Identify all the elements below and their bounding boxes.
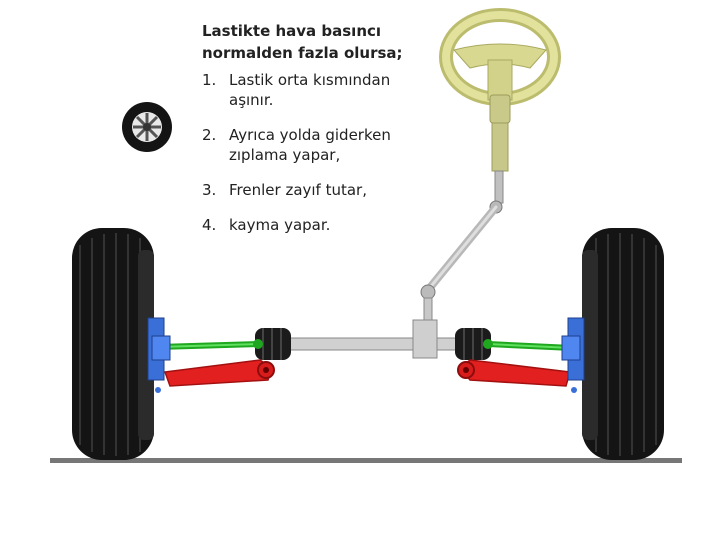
steering-wheel <box>439 8 561 106</box>
tie-rods <box>157 339 573 351</box>
list-item-number: 4. <box>202 216 217 234</box>
effects-list: 1. Lastik orta kısmından aşınır. 2. Ayrı… <box>202 70 419 235</box>
list-item-text: Ayrıca yolda giderken zıplama yapar, <box>229 126 391 164</box>
slide-heading: Lastikte hava basıncı normalden fazla ol… <box>202 20 442 64</box>
list-item-number: 1. <box>202 71 217 89</box>
steering-rack <box>255 319 491 360</box>
list-item-text: kayma yapar. <box>229 216 331 234</box>
left-wheel <box>72 228 154 460</box>
heading-line-1: Lastikte hava basıncı <box>202 22 382 40</box>
list-item: 1. Lastik orta kısmından aşınır. <box>202 70 419 110</box>
ground-line <box>50 458 682 463</box>
list-item-text: Lastik orta kısmından aşınır. <box>229 71 391 109</box>
list-item-number: 3. <box>202 181 217 199</box>
right-rack-boot <box>455 328 491 360</box>
right-control-arm <box>457 359 571 387</box>
list-item: 2. Ayrıca yolda giderken zıplama yapar, <box>202 125 419 165</box>
list-item: 3. Frenler zayıf tutar, <box>202 180 419 200</box>
small-wheel-icon <box>122 102 172 152</box>
list-item-text: Frenler zayıf tutar, <box>229 181 367 199</box>
left-control-arm <box>163 359 275 387</box>
left-wheel-hub <box>147 317 171 393</box>
list-item-number: 2. <box>202 126 217 144</box>
list-item: 4. kayma yapar. <box>202 215 419 235</box>
steering-column <box>420 94 511 323</box>
heading-line-2: normalden fazla olursa; <box>202 44 403 62</box>
right-wheel-hub <box>561 317 585 393</box>
right-wheel <box>582 228 664 460</box>
